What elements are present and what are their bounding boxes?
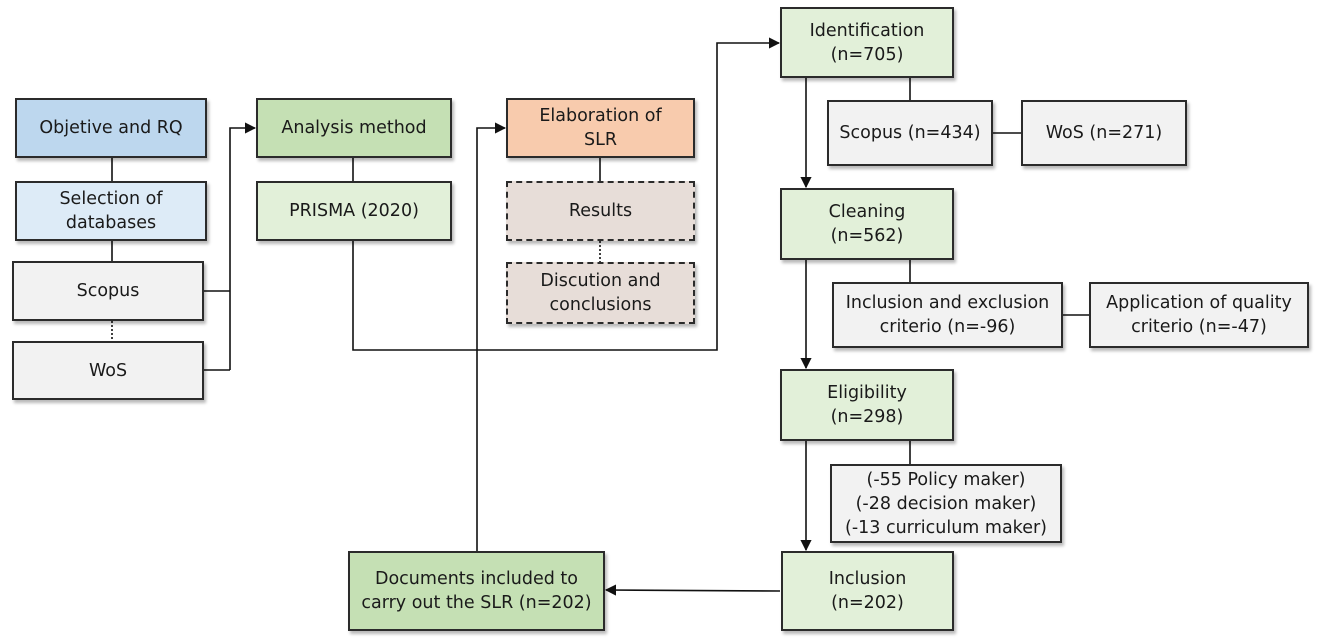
identification-box: Identification (n=705): [780, 7, 954, 78]
objective-rq-box: Objetive and RQ: [15, 98, 207, 158]
inclusion-exclusion-criteria-box: Inclusion and exclusion criterio (n=-96): [832, 282, 1063, 348]
prisma-method-label: PRISMA (2020): [289, 201, 419, 221]
arrow-to-analysis: [229, 122, 257, 370]
wos-count-box: WoS (n=271): [1021, 100, 1187, 166]
inclusion-label: Inclusion (n=202): [828, 569, 907, 613]
inclusion-exclusion-criteria-label: Inclusion and exclusion criterio (n=-96): [845, 293, 1050, 337]
discussion-conclusions-box: Discution and conclusions: [506, 262, 695, 324]
wos-database-box: WoS: [12, 341, 204, 400]
eligibility-box: Eligibility (n=298): [780, 369, 954, 441]
identification-label: Identification (n=705): [809, 20, 925, 65]
scopus-count-label: Scopus (n=434): [839, 123, 981, 143]
objective-rq-label: Objetive and RQ: [39, 118, 183, 138]
elaboration-slr-label: Elaboration of SLR: [539, 106, 662, 150]
documents-included-label: Documents included to carry out the SLR …: [361, 569, 592, 613]
analysis-method-label: Analysis method: [281, 118, 427, 138]
scopus-database-box: Scopus: [12, 261, 204, 321]
results-label: Results: [568, 201, 633, 221]
elaboration-slr-box: Elaboration of SLR: [506, 98, 695, 158]
quality-criteria-label: Application of quality criterio (n=-47): [1106, 293, 1292, 337]
prisma-method-box: PRISMA (2020): [256, 181, 452, 241]
scopus-database-label: Scopus: [76, 281, 140, 301]
wos-count-label: WoS (n=271): [1045, 123, 1163, 143]
documents-included-box: Documents included to carry out the SLR …: [348, 551, 605, 631]
inclusion-box: Inclusion (n=202): [781, 551, 954, 631]
results-box: Results: [506, 181, 695, 241]
selection-databases-label: Selection of databases: [59, 189, 163, 233]
wos-database-label: WoS: [88, 360, 128, 381]
quality-criteria-box: Application of quality criterio (n=-47): [1089, 282, 1309, 348]
arrow-prisma-to-identification: [352, 37, 781, 351]
exclusions-label: (-55 Policy maker) (-28 decision maker) …: [845, 469, 1047, 538]
discussion-conclusions-label: Discution and conclusions: [540, 271, 661, 315]
exclusions-box: (-55 Policy maker) (-28 decision maker) …: [830, 464, 1062, 543]
arrow-inclusion-documents: [604, 584, 781, 596]
arrow-documents-to-elaboration: [476, 122, 507, 551]
cleaning-box: Cleaning (n=562): [780, 188, 954, 260]
cleaning-label: Cleaning (n=562): [828, 202, 906, 246]
selection-databases-box: Selection of databases: [15, 181, 207, 241]
scopus-count-box: Scopus (n=434): [827, 100, 993, 166]
analysis-method-box: Analysis method: [256, 98, 452, 158]
eligibility-label: Eligibility (n=298): [827, 383, 907, 427]
